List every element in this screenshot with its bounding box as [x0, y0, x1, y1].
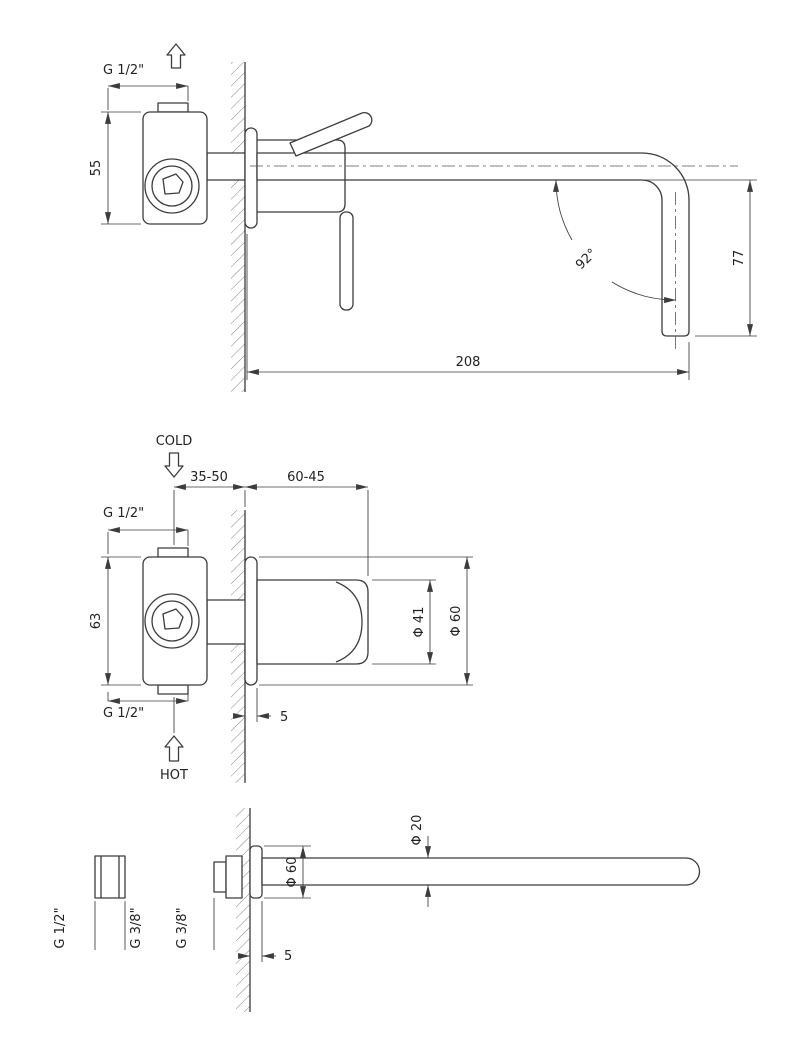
spout-view: Φ 60 Φ 20 5 G 1/2" G 3/8" G 3/8"	[53, 808, 701, 1012]
outlet-stub	[206, 152, 246, 181]
thread-g12-label: G 1/2"	[53, 907, 68, 948]
valve-stem	[162, 173, 184, 195]
cold-label: COLD	[156, 434, 193, 449]
flow-arrow-up-icon	[166, 43, 186, 69]
escutcheon-plate	[244, 127, 258, 229]
dim-angle-92: 92°	[552, 179, 757, 304]
dim-5-label: 5	[280, 710, 288, 725]
hot-label: HOT	[160, 768, 188, 783]
cartridge-inner	[151, 165, 193, 207]
inlet-port-top	[157, 547, 189, 558]
dim-5: 5	[233, 688, 288, 725]
front-view: COLD HOT 35-50 60-45 G 1/2" 63	[89, 434, 473, 783]
thread-top-label: G 1/2"	[103, 506, 144, 521]
side-view: G 1/2" 55 92° 77 208	[89, 43, 757, 392]
dim-dia-41: Φ 41	[372, 579, 436, 665]
dim-63-label: 63	[89, 613, 104, 630]
spout-profile	[256, 152, 690, 337]
thread-g38-union-label: G 3/8"	[129, 907, 144, 948]
inlet-port	[157, 102, 189, 113]
wall-union-fitting	[94, 855, 126, 899]
spout-nipple-fitting	[213, 855, 243, 899]
wall-hatch	[231, 510, 245, 783]
dim-77: 77	[695, 180, 757, 337]
dim-5: 5	[238, 901, 292, 964]
dim-dia-60: Φ 60	[264, 845, 311, 899]
thread-callouts: G 1/2" G 3/8" G 3/8"	[53, 898, 215, 950]
dim-208: 208	[246, 234, 690, 380]
valve-stem	[162, 608, 184, 630]
dim-thread-bottom: G 1/2"	[103, 692, 189, 721]
handle-cap-curve	[335, 581, 363, 663]
dim-dia-20: Φ 20	[410, 815, 432, 907]
dim-thread-top: G 1/2"	[103, 506, 189, 554]
handle-cylinder	[256, 579, 369, 665]
escutcheon-plate	[244, 556, 258, 686]
dim-dia-60: Φ 60	[259, 556, 473, 686]
handle-lever-down	[339, 211, 354, 311]
cartridge-inner	[151, 600, 193, 642]
hot-flow-arrow-up-icon	[164, 735, 184, 762]
dia-60-label: Φ 60	[449, 606, 464, 637]
thread-bottom-label: G 1/2"	[103, 706, 144, 721]
dim-77-label: 77	[732, 250, 747, 267]
spout-tube	[261, 857, 701, 886]
handle-sleeve	[257, 139, 346, 213]
dia-41-label: Φ 41	[412, 607, 427, 638]
dia-20-label: Φ 20	[410, 815, 425, 846]
dim-63: 63	[89, 556, 141, 686]
dim-208-label: 208	[456, 355, 481, 370]
handle-lever-up	[289, 111, 373, 157]
cold-flow-arrow-down-icon	[164, 452, 184, 478]
dim-60-45-label: 60-45	[287, 470, 325, 485]
dim-thread-top: G 1/2"	[103, 63, 189, 110]
dim-35-50-label: 35-50	[190, 470, 228, 485]
thread-top-label: G 1/2"	[103, 63, 144, 78]
dim-55: 55	[89, 111, 141, 225]
spout-escutcheon	[249, 845, 263, 899]
wall-hatch	[231, 62, 245, 392]
dim-55-label: 55	[89, 160, 104, 177]
angle-label: 92°	[573, 246, 600, 273]
inlet-port-bottom	[157, 684, 189, 695]
dia-60-label: Φ 60	[285, 857, 300, 888]
dim-depth-ranges: 35-50 60-45	[173, 470, 369, 576]
thread-g38-spout-label: G 3/8"	[175, 907, 190, 948]
wall-hatch	[236, 808, 250, 1012]
dim-5-label: 5	[284, 949, 292, 964]
